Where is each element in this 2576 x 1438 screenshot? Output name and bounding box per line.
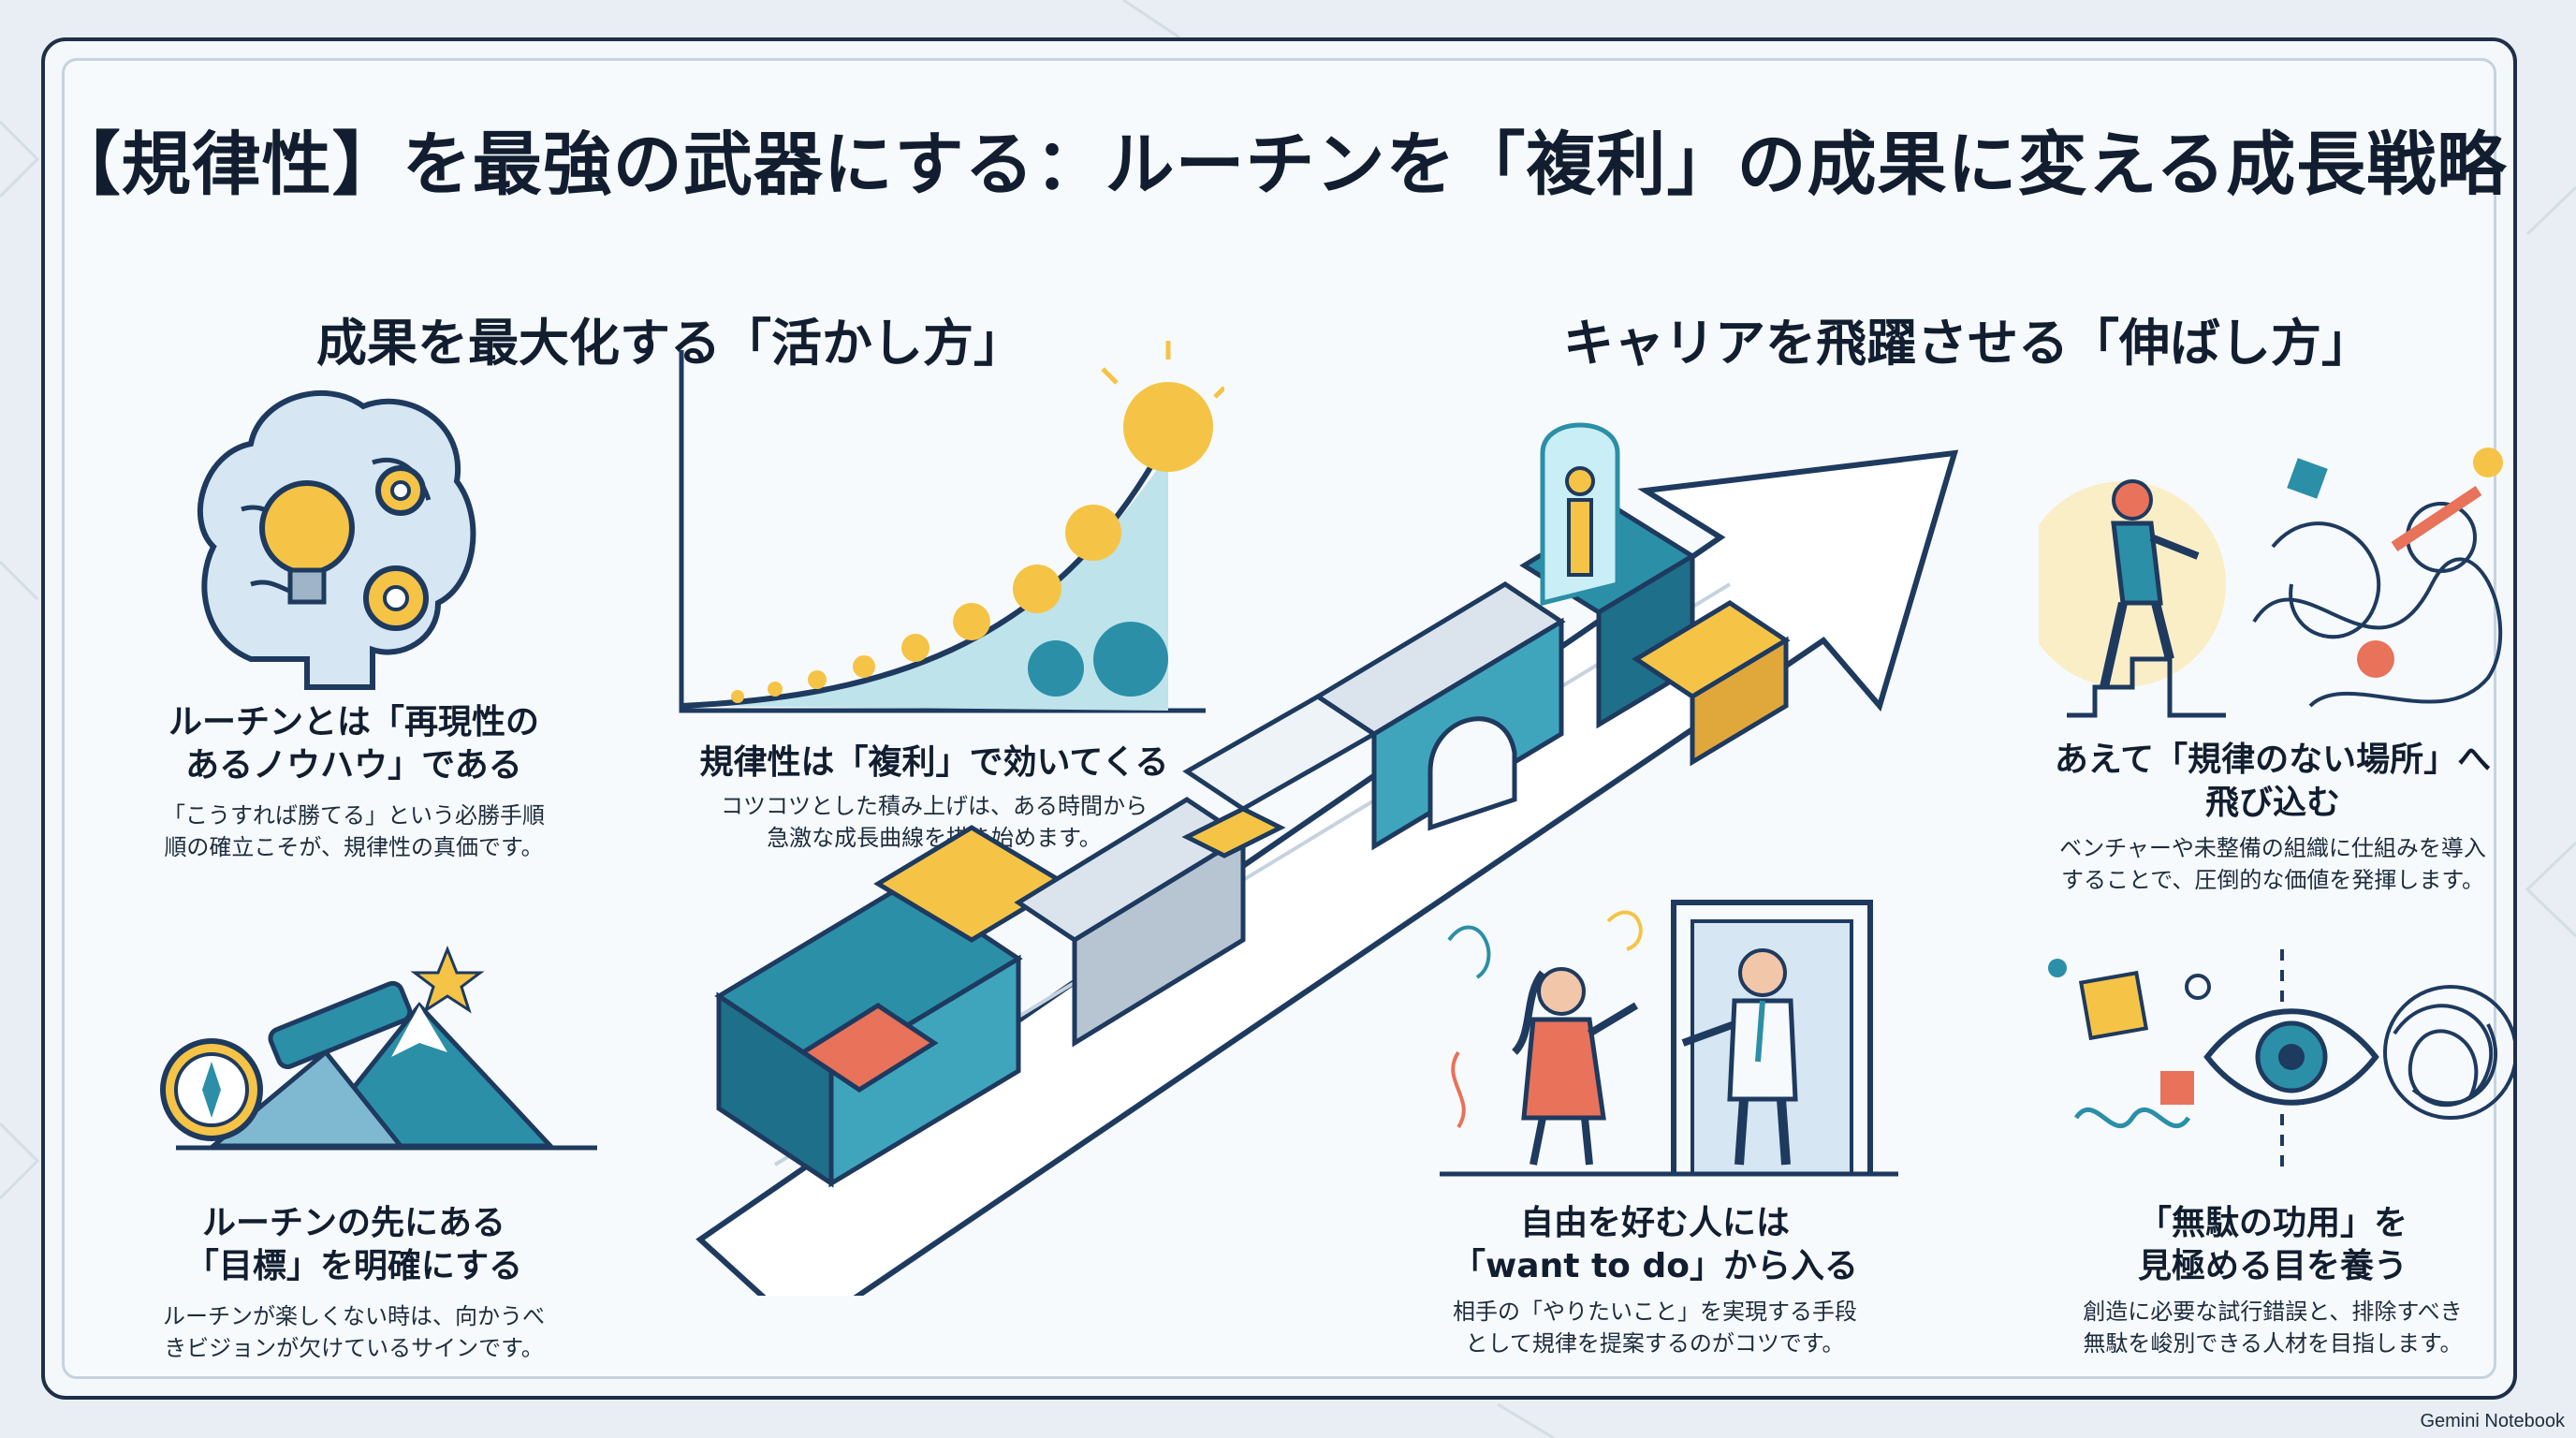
credit-label: Gemini Notebook: [2420, 1411, 2565, 1431]
infographic-card: 【規律性】を最強の武器にする：ルーチンを「複利」の成果に変える成長戦略 成果を最…: [41, 37, 2517, 1400]
climbing-person-icon: [2039, 448, 2503, 718]
brain-bulb-gears-icon: [197, 390, 476, 690]
item-desc-want-to-do: 相手の「やりたいこと」を実現する手段 として規律を提案するのがコツです。: [1453, 1299, 1857, 1357]
item-desc-compound: コツコツとした積み上げは、ある時間から 急激な成長曲線を描き始めます。: [721, 793, 1148, 851]
growth-curve-icon: [679, 341, 1224, 713]
conversation-door-icon: [1440, 900, 1898, 1177]
item-title-compound: 規律性は「複利」で効いてくる: [699, 743, 1169, 782]
eye-chaos-icon: [2048, 949, 2513, 1174]
item-title-want-to-do: 自由を好む人には 「want to do」から入る: [1452, 1204, 1858, 1285]
right-section-heading: キャリアを飛躍させる「伸ばし方」: [1563, 314, 2372, 373]
telescope-mountain-icon: [160, 945, 597, 1151]
item-title-waste: 「無駄の功用」を 見極める目を養う: [2137, 1204, 2408, 1285]
item-title-routine: ルーチンとは「再現性の あるノウハウ」である: [168, 703, 539, 785]
block-path-arrow-icon: [695, 422, 1959, 1296]
main-title: 【規律性】を最強の武器にする：ルーチンを「複利」の成果に変える成長戦略: [51, 125, 2508, 205]
item-desc-waste: 創造に必要な試行錯誤と、排除すべき 無駄を峻別できる人材を目指します。: [2083, 1299, 2463, 1357]
item-title-unstructured-place: あえて「規律のない場所」へ 飛び込む: [2054, 741, 2492, 822]
item-desc-unstructured-place: ベンチャーや未整備の組織に仕組みを導入 することで、圧倒的な価値を発揮します。: [2059, 835, 2486, 893]
left-section-heading: 成果を最大化する「活かし方」: [316, 314, 1024, 373]
item-desc-routine: 「こうすれば勝てる」という必勝手順 順の確立こそが、規律性の真価です。: [163, 802, 545, 860]
item-desc-goal: ルーチンが楽しくない時は、向かうべ きビジョンが欠けているサインです。: [163, 1303, 545, 1361]
item-title-goal: ルーチンの先にある 「目標」を明確にする: [184, 1204, 523, 1285]
